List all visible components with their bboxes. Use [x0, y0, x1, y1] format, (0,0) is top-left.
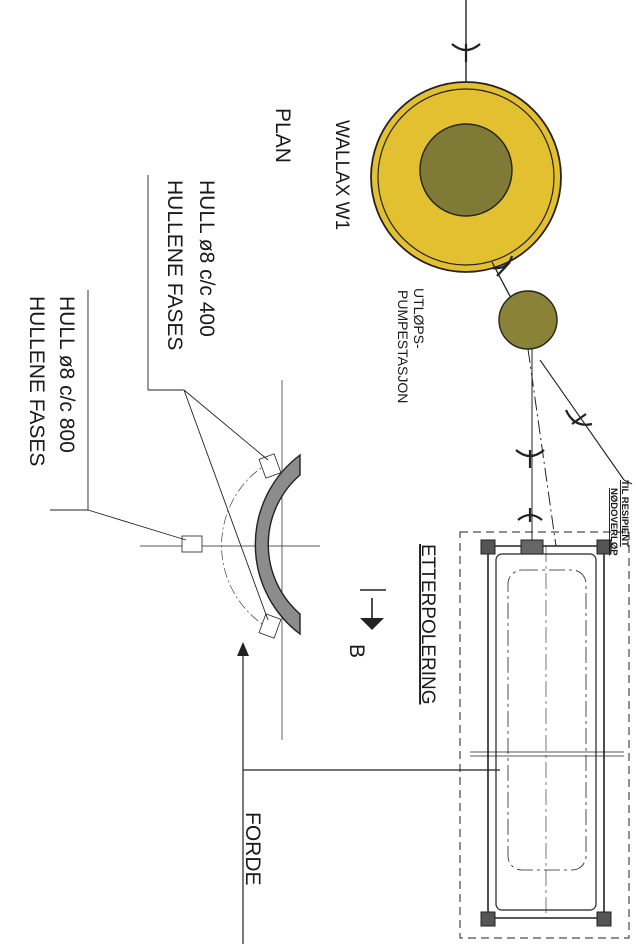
hole-marker: [258, 613, 282, 639]
leader-line-400: [183, 389, 269, 461]
section-marker-label: B: [345, 644, 368, 658]
wallax-tank: [370, 81, 562, 273]
fordel-label: FORDE: [241, 812, 264, 886]
pump-flow-arrow: [491, 255, 514, 277]
outlet-flow-arrow-1: [515, 449, 545, 468]
overflow-pipe: [539, 359, 625, 481]
hull-400-label-line1: HULL ø8 c/c 400: [195, 180, 218, 337]
hole-marker: [258, 453, 282, 479]
inlet-flow-arrow: [451, 43, 481, 62]
wallax-label: WALLAX W1: [331, 120, 352, 230]
til-resipient-label: TIL RESIPIENT: [619, 480, 630, 547]
pump-station-label-line2: PUMPESTASJON: [395, 290, 411, 403]
plan-label: PLAN: [271, 108, 294, 163]
pump-station: [498, 290, 558, 350]
fordel-arrow: [237, 642, 249, 656]
hull-400-label-line2: HULLENE FASES: [163, 180, 186, 350]
section-marker-b: [360, 589, 386, 630]
etterpolering-label: ETTERPOLERING: [417, 544, 438, 704]
outlet-pipe-centerline: [527, 348, 557, 547]
overflow-flow-arrow: [564, 409, 593, 426]
outlet-flow-arrow-2: [517, 508, 543, 522]
pipe-section-detail: [140, 380, 320, 740]
hole-marker: [181, 535, 203, 553]
etterpolering-basin: [470, 539, 624, 927]
hull-800-label-line2: HULLENE FASES: [25, 296, 48, 466]
leader-line-400: [183, 389, 269, 621]
etterpolering-boundary: [459, 531, 630, 939]
hull-800-label-line1: HULL ø8 c/c 800: [55, 296, 78, 453]
pump-station-label-line1: UTLØPS-: [411, 288, 427, 349]
overflow-leader: [623, 479, 633, 485]
nodoverlop-label: NØDOVERLØP: [608, 488, 619, 556]
leader-line-800: [87, 509, 187, 541]
